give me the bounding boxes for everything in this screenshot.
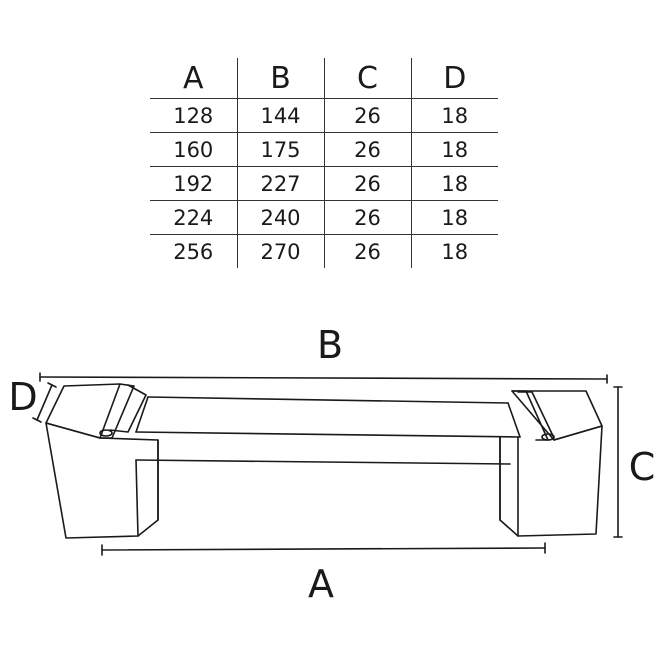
table-cell: 26 xyxy=(324,234,412,268)
bar-top-back-edge xyxy=(147,396,509,404)
left-foot-slot xyxy=(99,383,135,439)
bar-left-edge xyxy=(135,396,149,433)
dimension-c: C xyxy=(613,386,656,538)
table-cell: 26 xyxy=(324,98,412,133)
left-foot-slot-inner xyxy=(109,384,147,433)
dimension-line-d xyxy=(36,384,53,421)
bar-bottom-edge xyxy=(135,459,511,465)
left-foot xyxy=(45,383,159,539)
table-cell: 128 xyxy=(150,98,238,133)
table-row: 160 175 26 18 xyxy=(150,132,498,167)
table-row: 128 144 26 18 xyxy=(150,98,498,133)
label-d: D xyxy=(8,375,37,419)
right-foot-hole xyxy=(541,433,555,441)
column-header-a: A xyxy=(150,58,238,99)
dimension-table: A B C D 128 144 26 18 160 175 26 18 192 … xyxy=(150,58,498,268)
dimension-tick xyxy=(32,417,42,423)
table-row: 224 240 26 18 xyxy=(150,200,498,235)
dimension-a: A xyxy=(101,542,546,606)
handle-drawing: B D C A xyxy=(8,323,656,606)
right-foot-body xyxy=(499,425,603,537)
column-header-d: D xyxy=(443,60,467,96)
right-foot-top-face xyxy=(511,390,603,441)
label-c: C xyxy=(629,445,656,489)
handle-bar xyxy=(135,396,521,465)
table-row: 192 227 26 18 xyxy=(150,166,498,201)
dimension-line-a xyxy=(101,547,546,551)
table-cell: 18 xyxy=(441,137,469,162)
table-cell: 192 xyxy=(150,166,238,201)
right-foot-slot-inner xyxy=(517,391,555,439)
table-cell: 256 xyxy=(150,234,238,268)
table-cell: 175 xyxy=(237,132,325,167)
table-cell: 18 xyxy=(441,103,469,128)
dimension-tick xyxy=(47,382,57,388)
table-cell: 144 xyxy=(237,98,325,133)
table-cell: 160 xyxy=(150,132,238,167)
table-cell: 18 xyxy=(441,239,469,264)
table-cell: 224 xyxy=(150,200,238,235)
table-cell: 26 xyxy=(324,166,412,201)
table-cell: 18 xyxy=(441,205,469,230)
left-foot-front-edge xyxy=(135,459,139,537)
dimension-line-b xyxy=(39,376,608,380)
label-a: A xyxy=(308,562,334,606)
table-header-row: A B C D xyxy=(150,58,498,99)
column-header-b: B xyxy=(237,58,325,99)
column-header-c: C xyxy=(324,58,412,99)
table-cell: 26 xyxy=(324,132,412,167)
dimension-d: D xyxy=(8,375,57,423)
bar-right-edge xyxy=(507,402,521,438)
table-cell: 227 xyxy=(237,166,325,201)
right-foot-slot xyxy=(511,390,549,441)
label-b: B xyxy=(317,323,343,367)
table-cell: 270 xyxy=(237,234,325,268)
right-foot xyxy=(499,390,603,537)
table-cell: 18 xyxy=(441,171,469,196)
table-cell: 240 xyxy=(237,200,325,235)
bar-top-front-edge xyxy=(135,431,521,438)
left-foot-body xyxy=(45,422,159,539)
dimension-b: B xyxy=(39,323,608,384)
table-row: 256 270 26 18 xyxy=(150,234,498,268)
left-foot-hole xyxy=(99,429,113,437)
table-cell: 26 xyxy=(324,200,412,235)
